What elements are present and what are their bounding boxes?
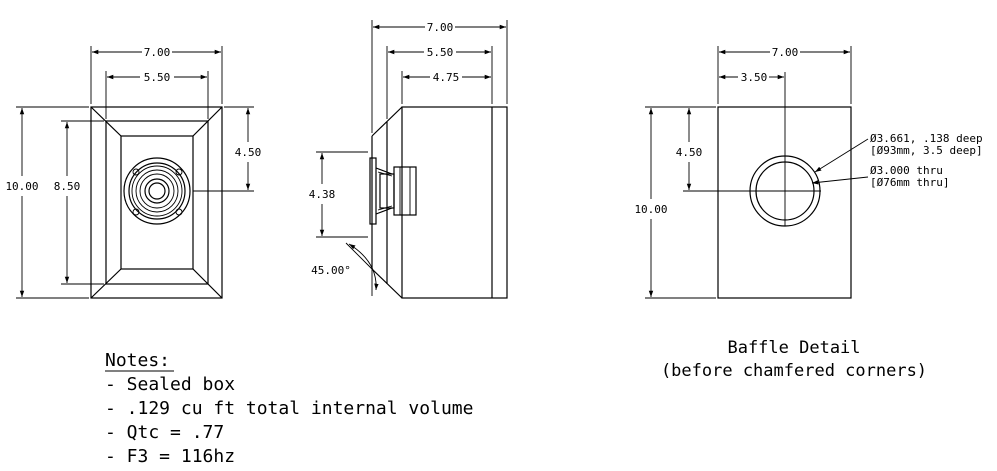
side-dim-chamfer-angle: 45.00° (311, 242, 379, 296)
front-baffle-panel (120, 135, 194, 270)
side-depth-mid-label: 5.50 (427, 46, 454, 59)
side-view: 7.00 5.50 4.75 4.38 (309, 20, 508, 299)
front-driver (123, 157, 191, 225)
front-width-outer-label: 7.00 (144, 46, 171, 59)
recess-callout-line1: Ø3.661, .138 deep (870, 132, 983, 145)
side-chamfer-angle-label: 45.00° (311, 264, 351, 277)
baffle-width-label: 7.00 (772, 46, 799, 59)
baffle-dim-center-x: 3.50 (719, 71, 784, 84)
front-dim-height-outer: 10.00 (5, 106, 89, 299)
notes-item: - Qtc = .77 (105, 422, 224, 443)
side-dim-driver-depth: 4.38 (309, 151, 368, 238)
front-outer-outline (90, 106, 223, 299)
baffle-dim-height: 10.00 (634, 106, 716, 299)
side-depth-inner-label: 4.75 (433, 71, 460, 84)
notes-item: - F3 = 116hz (105, 446, 235, 467)
front-chamfer-lines (90, 106, 223, 299)
baffle-thru-hole-circle (755, 161, 815, 221)
front-dim-width-inner: 5.50 (105, 71, 209, 119)
baffle-callout-recess: Ø3.661, .138 deep [Ø93mm, 3.5 deep] (814, 132, 983, 173)
baffle-center-x-label: 3.50 (741, 71, 768, 84)
baffle-caption-title: Baffle Detail (727, 338, 860, 358)
front-dim-height-inner: 8.50 (54, 120, 104, 285)
baffle-callout-thru: Ø3.000 thru [Ø76mm thru] (811, 164, 949, 189)
side-dim-depth-outer: 7.00 (371, 20, 508, 133)
baffle-outline (717, 106, 852, 299)
front-width-inner-label: 5.50 (144, 71, 171, 84)
thru-callout-line1: Ø3.000 thru (870, 164, 943, 177)
baffle-detail-view: 7.00 3.50 10.00 4.50 Ø3.661, .138 deep (634, 46, 983, 381)
baffle-caption-subtitle: (before chamfered corners) (661, 361, 927, 381)
thru-callout-line2: [Ø76mm thru] (870, 176, 949, 189)
recess-callout-line2: [Ø93mm, 3.5 deep] (870, 144, 983, 157)
baffle-dim-width: 7.00 (717, 46, 852, 104)
side-box-outline (401, 106, 508, 299)
front-view: 7.00 5.50 10.00 8.50 (5, 46, 262, 299)
front-dim-width-outer: 7.00 (90, 46, 223, 104)
side-dim-depth-mid: 5.50 (386, 46, 493, 119)
mounting-screw (175, 208, 183, 216)
side-driver-depth-label: 4.38 (309, 188, 336, 201)
side-depth-outer-label: 7.00 (427, 21, 454, 34)
notes-item: - .129 cu ft total internal volume (105, 398, 473, 419)
baffle-center-y-label: 4.50 (676, 146, 703, 159)
front-driver-center-label: 4.50 (235, 146, 262, 159)
baffle-height-label: 10.00 (634, 203, 667, 216)
side-driver-profile (369, 157, 417, 225)
front-inner-frame (105, 120, 209, 285)
notes-block: Notes: - Sealed box - .129 cu ft total i… (105, 350, 473, 467)
front-height-inner-label: 8.50 (54, 180, 81, 193)
baffle-dim-center-y: 4.50 (676, 106, 716, 190)
baffle-recess-circle (749, 155, 821, 227)
notes-item: - Sealed box (105, 374, 235, 395)
side-dim-depth-inner: 4.75 (401, 71, 491, 104)
notes-title: Notes: (105, 350, 170, 371)
front-dim-driver-center: 4.50 (193, 106, 262, 192)
front-height-outer-label: 10.00 (5, 180, 38, 193)
mounting-screw (132, 168, 140, 176)
mounting-screw (175, 168, 183, 176)
mounting-screw (132, 208, 140, 216)
